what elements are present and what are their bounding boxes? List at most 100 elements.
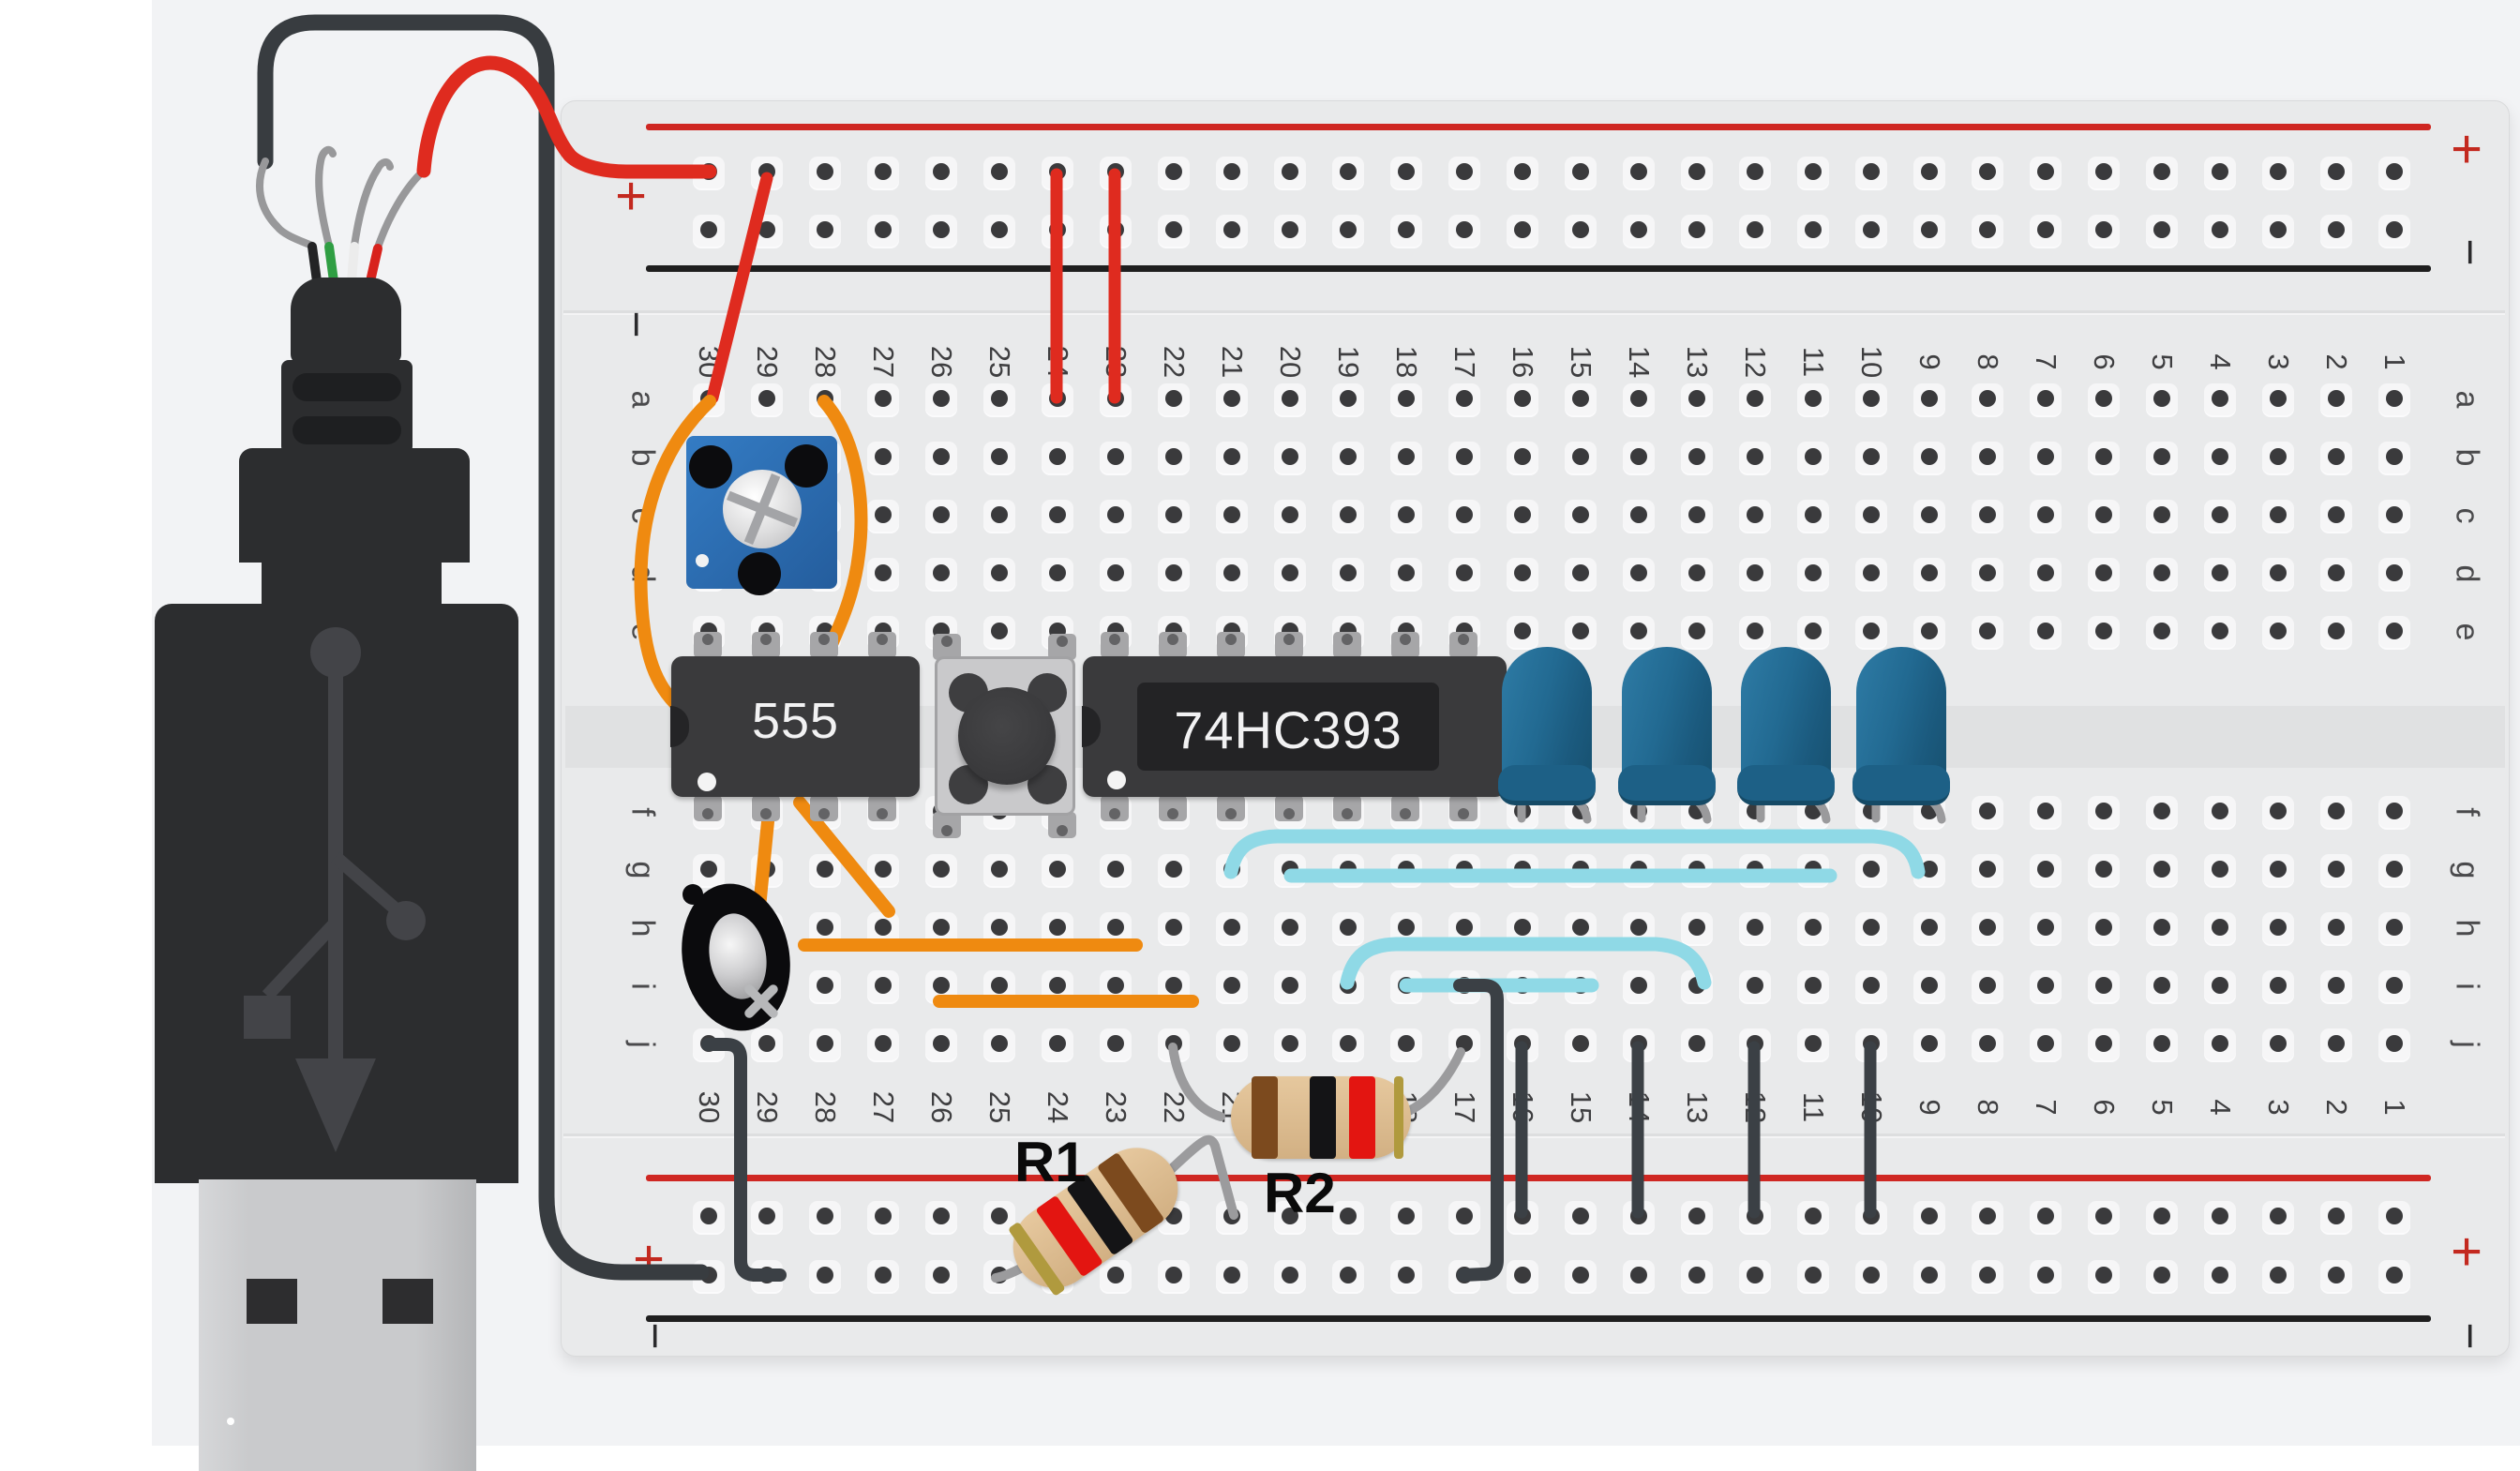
breadboard-hole — [809, 970, 841, 1002]
breadboard-hole — [1332, 442, 1364, 473]
usb-strain-relief[interactable] — [281, 360, 412, 454]
breadboard-hole — [1158, 854, 1190, 886]
ic-pin — [752, 632, 780, 658]
usb-body-notch — [442, 563, 470, 604]
breadboard-hole — [983, 970, 1015, 1002]
buzzer[interactable] — [670, 875, 802, 1041]
breadboard-hole — [1158, 383, 1190, 415]
breadboard-hole — [983, 616, 1015, 648]
breadboard-hole — [1216, 383, 1248, 415]
breadboard-hole — [1448, 442, 1480, 473]
button-leg — [933, 812, 961, 838]
breadboard-hole — [1332, 1201, 1364, 1233]
breadboard-hole — [809, 1260, 841, 1292]
breadboard-hole — [925, 442, 957, 473]
resistor-r2[interactable] — [1231, 1076, 1411, 1159]
pushbutton[interactable] — [933, 634, 1076, 838]
usb-strand-black — [308, 242, 322, 286]
breadboard-hole — [1274, 912, 1306, 944]
potentiometer[interactable] — [686, 436, 837, 595]
breadboard-hole — [867, 1028, 899, 1060]
breadboard-hole — [809, 215, 841, 247]
breadboard-hole — [867, 442, 899, 473]
breadboard-hole — [1448, 1201, 1480, 1233]
breadboard-hole — [1216, 500, 1248, 532]
band-gold — [1394, 1076, 1403, 1159]
breadboard-hole — [867, 215, 899, 247]
breadboard-hole — [809, 854, 841, 886]
logo-scribble — [73, 15, 116, 64]
breadboard-hole — [1274, 970, 1306, 1002]
breadboard-hole — [809, 157, 841, 188]
band-black — [1310, 1076, 1336, 1159]
breadboard-hole — [1216, 1028, 1248, 1060]
ic-pin — [694, 632, 722, 658]
breadboard-hole — [1390, 500, 1422, 532]
breadboard-hole — [1507, 1260, 1538, 1292]
breadboard-hole — [983, 854, 1015, 886]
band-red — [1349, 1076, 1375, 1159]
usb-strand-white — [347, 242, 359, 286]
breadboard-hole — [867, 558, 899, 590]
breadboard-hole — [1216, 912, 1248, 944]
breadboard-hole — [1158, 558, 1190, 590]
usb-plug-body[interactable] — [155, 604, 518, 1183]
usb-contact-hole — [382, 1279, 433, 1324]
button-cap[interactable] — [958, 687, 1056, 785]
usb-strand-red — [366, 244, 382, 286]
timer-ic-555[interactable]: 555 — [670, 632, 920, 821]
breadboard-hole — [1100, 500, 1132, 532]
board-seam — [563, 1133, 2505, 1138]
black-bracket-wire[interactable] — [1453, 979, 1504, 1282]
breadboard-hole — [925, 157, 957, 188]
usb-cable-boot[interactable] — [291, 278, 401, 364]
red-jumper-wire[interactable] — [706, 172, 773, 404]
breadboard-hole — [1448, 558, 1480, 590]
plus-mark: + — [2451, 118, 2482, 180]
led-flange — [1737, 765, 1835, 805]
led-flange — [1852, 765, 1950, 805]
breadboard-hole — [1158, 912, 1190, 944]
cyan-jumper-wire[interactable] — [1340, 937, 1712, 990]
power-wire[interactable] — [416, 55, 717, 179]
ic-pin — [1391, 795, 1419, 821]
breadboard-hole — [1158, 157, 1190, 188]
breadboard-hole — [1448, 157, 1480, 188]
usb-metal-shield[interactable] — [199, 1179, 476, 1471]
ic-pin — [1333, 795, 1361, 821]
breadboard-hole — [1332, 1260, 1364, 1292]
breadboard-hole — [1100, 558, 1132, 590]
breadboard-hole — [1507, 215, 1538, 247]
chip-label-plate: 74HC393 — [1137, 683, 1439, 771]
breadboard-hole — [1216, 1260, 1248, 1292]
breadboard-hole — [925, 1260, 957, 1292]
breadboard-hole — [1390, 157, 1422, 188]
usb-strand-green — [324, 242, 338, 286]
breadboard-hole — [1390, 558, 1422, 590]
ic-pin — [1159, 795, 1187, 821]
breadboard-hole — [1274, 558, 1306, 590]
board-seam — [563, 310, 2505, 315]
pin1-dot — [698, 773, 716, 791]
ic-pin — [1217, 632, 1245, 658]
cyan-jumper-wire[interactable] — [1223, 829, 1926, 879]
counter-ic-74hc393[interactable]: 74HC393 — [1082, 632, 1507, 821]
usb-plug-upper-body[interactable] — [239, 448, 470, 613]
breadboard-hole — [1100, 442, 1132, 473]
breadboard-hole — [925, 500, 957, 532]
breadboard-hole — [983, 157, 1015, 188]
ic-pin — [1101, 795, 1129, 821]
breadboard-hole — [1274, 157, 1306, 188]
ic-pin — [1449, 795, 1478, 821]
breadboard-hole — [1042, 442, 1073, 473]
bottom-negative-rail-line — [646, 1315, 2431, 1322]
potentiometer-dial[interactable] — [723, 470, 802, 548]
breadboard-hole — [1390, 1260, 1422, 1292]
breadboard-hole — [1216, 558, 1248, 590]
black-bracket-wire[interactable] — [701, 1038, 787, 1282]
breadboard-hole — [1448, 215, 1480, 247]
breadboard-hole — [1042, 558, 1073, 590]
led-flange — [1498, 765, 1596, 805]
breadboard-hole — [1332, 912, 1364, 944]
